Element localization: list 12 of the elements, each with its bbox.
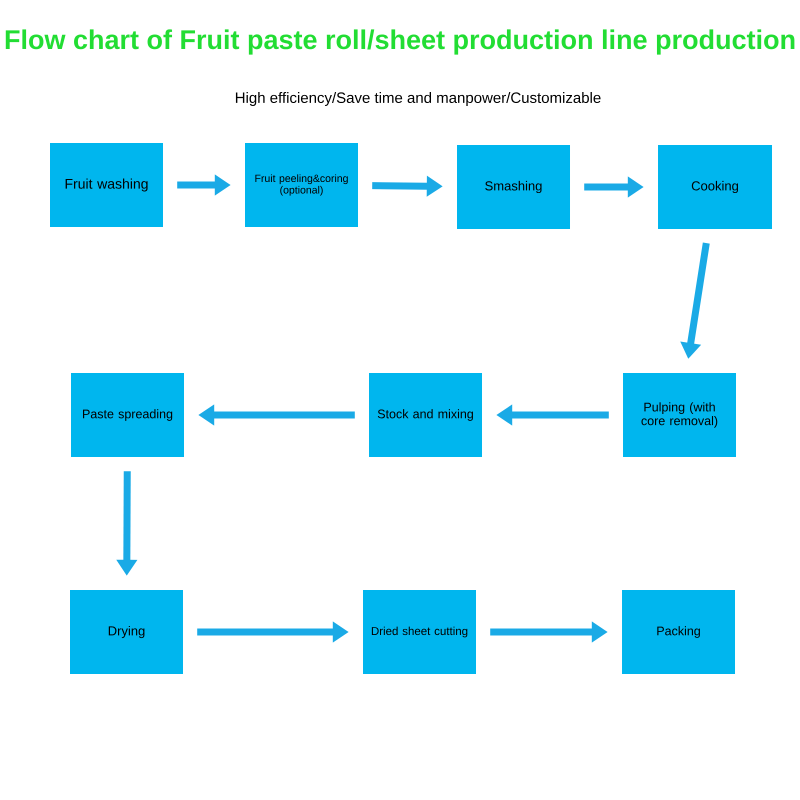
- process-box: Drying: [70, 590, 183, 674]
- process-box: Fruit washing: [50, 143, 163, 227]
- process-box: Stock and mixing: [369, 373, 482, 457]
- process-box: Smashing: [457, 145, 570, 229]
- process-box: Dried sheet cutting: [363, 590, 476, 674]
- process-box: Fruit peeling&coring (optional): [245, 143, 358, 227]
- title: Flow chart of Fruit paste roll/sheet production line production: [6, 29, 794, 55]
- process-box: Paste spreading: [71, 373, 184, 457]
- process-box: Cooking: [658, 145, 772, 229]
- process-box: Pulping (with core removal): [623, 373, 736, 457]
- process-box: Packing: [622, 590, 735, 674]
- subtitle: High efficiency/Save time and manpower/Customizable: [236, 92, 601, 106]
